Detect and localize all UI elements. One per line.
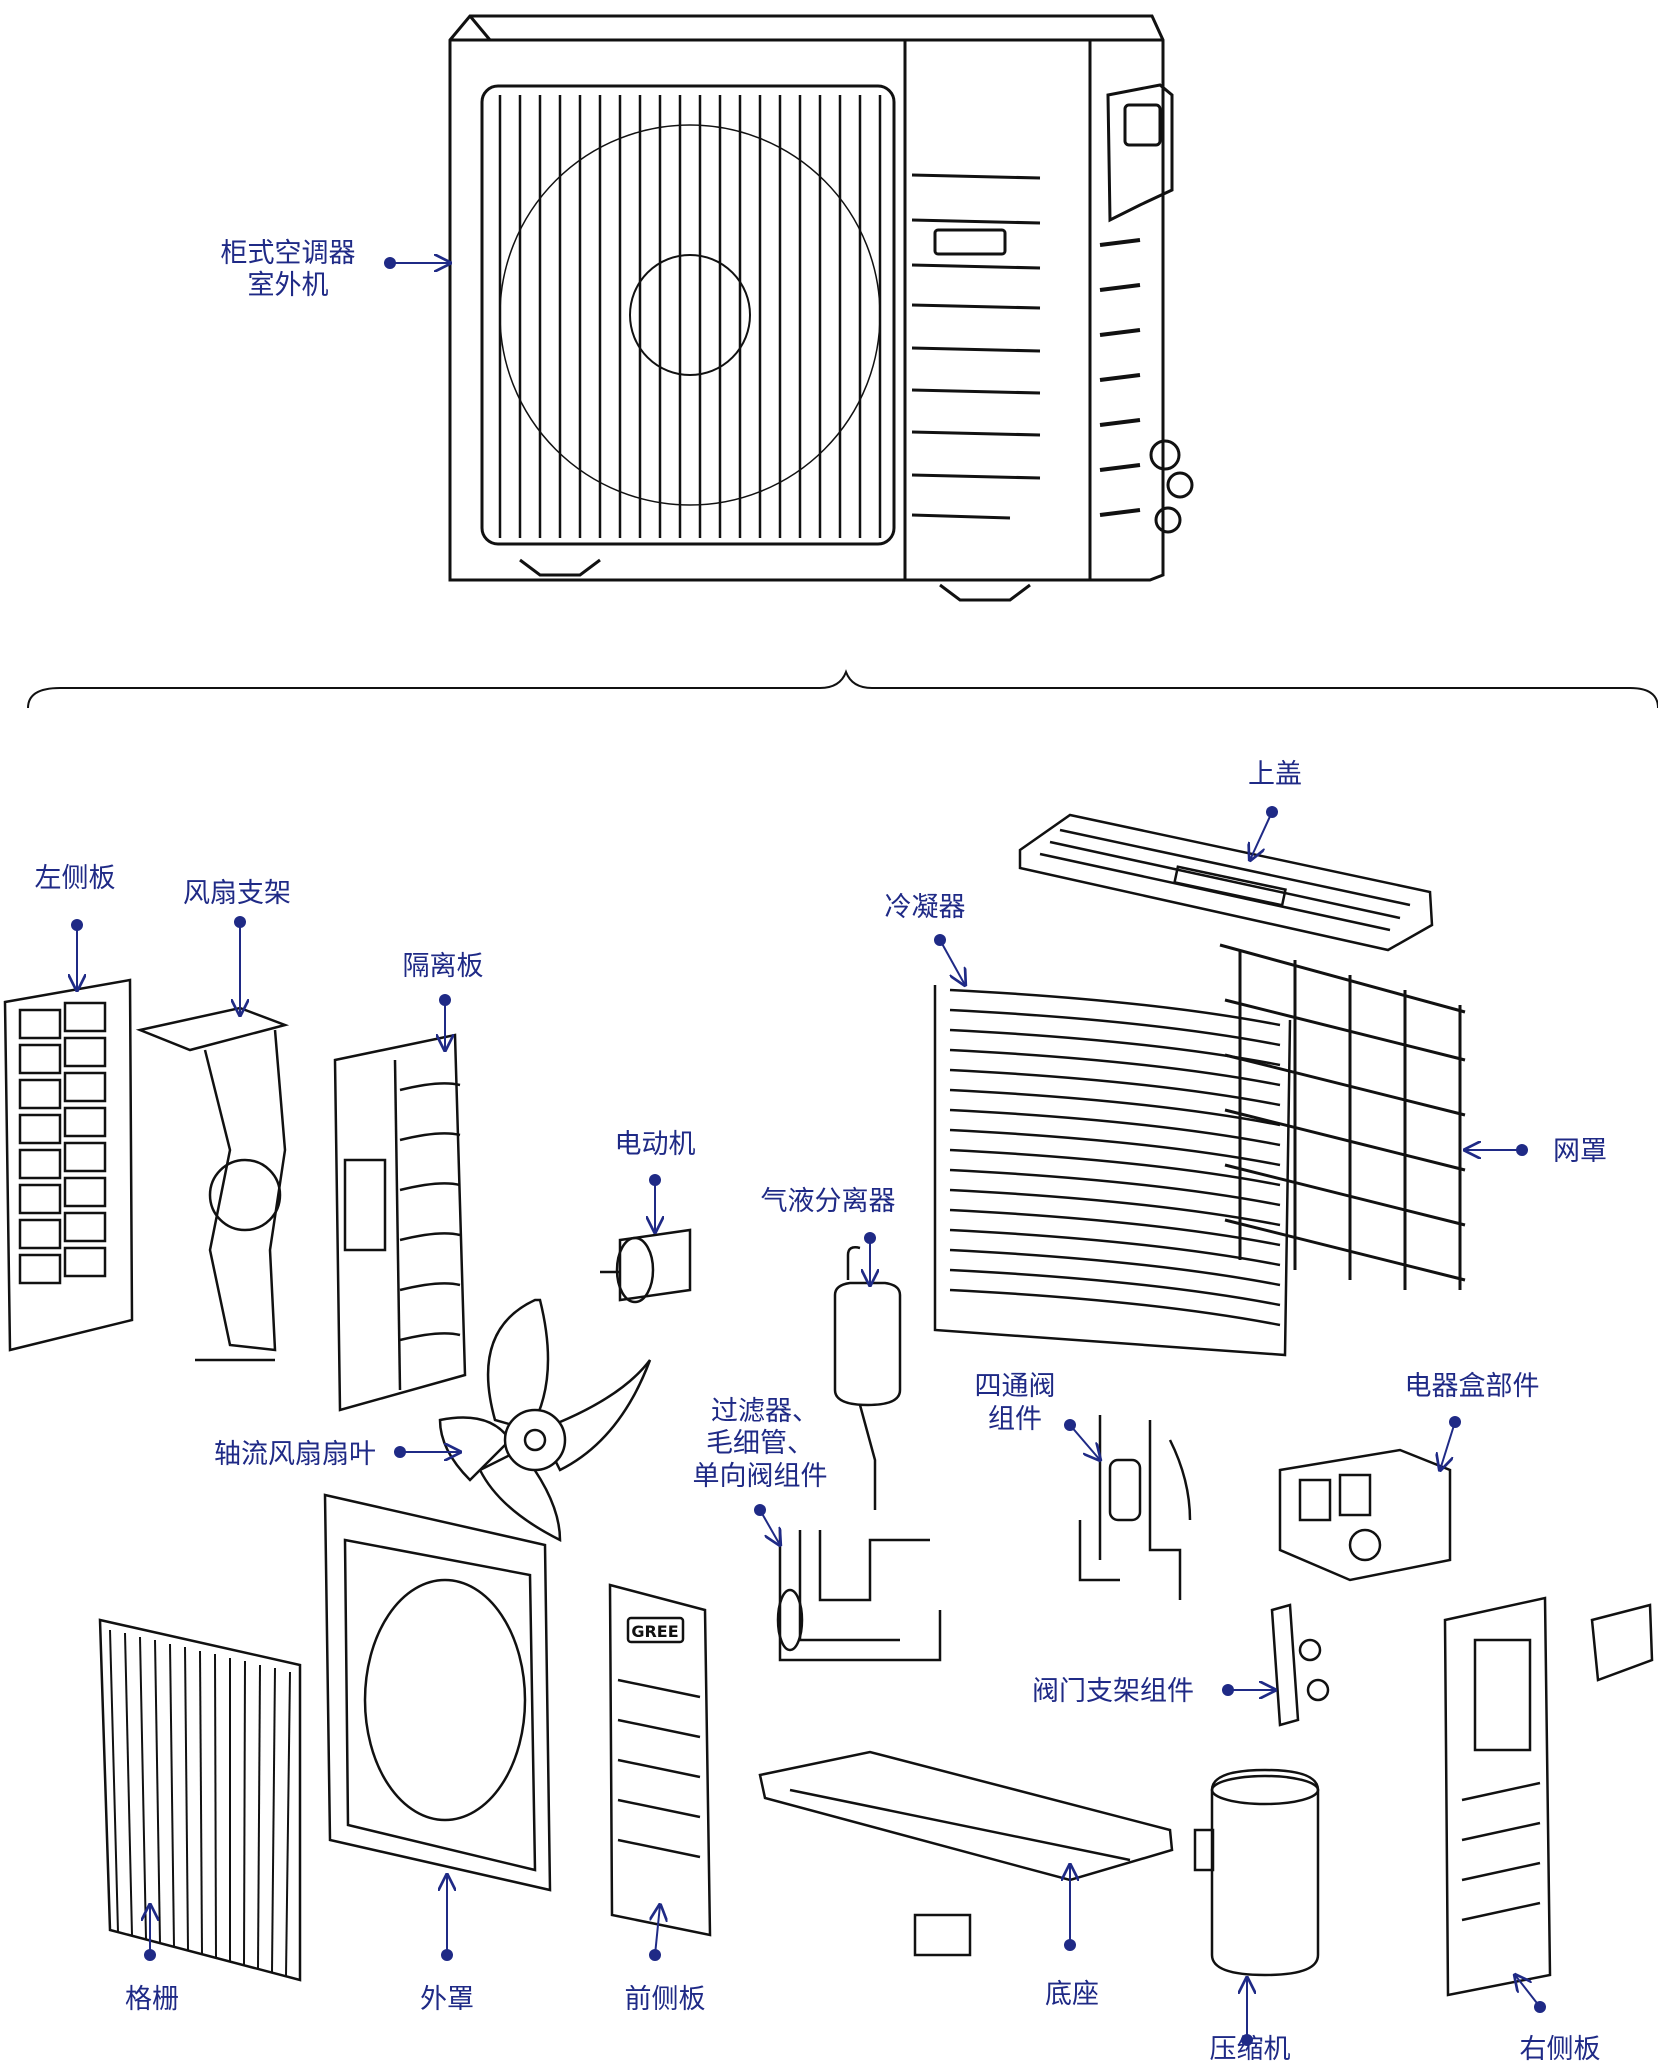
label-filter-2: 毛细管、	[706, 1428, 814, 1459]
label-front-side-panel: 前侧板	[625, 1984, 706, 2015]
assembled-outdoor-unit	[448, 14, 1194, 602]
outer-cover-drawing	[323, 1493, 552, 1892]
right-side-panel-drawing	[1443, 1596, 1654, 1997]
label-axial-fan-blade: 轴流风扇扇叶	[214, 1439, 376, 1470]
label-four-way-valve-2: 组件	[988, 1404, 1042, 1435]
label-grille: 格栅	[125, 1984, 179, 2015]
label-assembled-unit-1: 柜式空调器	[221, 238, 356, 269]
label-assembled-unit-2: 室外机	[248, 270, 329, 301]
label-outer-cover: 外罩	[420, 1984, 474, 2015]
grille-drawing	[98, 1618, 302, 1982]
label-four-way-valve-1: 四通阀	[975, 1371, 1056, 1402]
label-valve-bracket: 阀门支架组件	[1032, 1676, 1194, 1707]
label-gas-liquid-separator: 气液分离器	[761, 1186, 896, 1217]
group-brace	[27, 669, 1658, 709]
label-left-side-panel: 左侧板	[35, 863, 116, 894]
label-filter-3: 单向阀组件	[693, 1461, 828, 1492]
condenser-drawing	[933, 985, 1292, 1357]
label-base: 底座	[1045, 1979, 1099, 2010]
axial-fan-blade-drawing	[438, 1298, 652, 1543]
motor-drawing	[600, 1228, 692, 1304]
partition-plate-drawing	[333, 1033, 467, 1412]
front-side-panel-drawing	[608, 1583, 712, 1937]
label-mesh-guard: 网罩	[1553, 1136, 1607, 1167]
top-cover-drawing	[1018, 813, 1434, 952]
label-fan-bracket: 风扇支架	[183, 878, 291, 909]
brand-logo: GREE	[631, 1622, 678, 1641]
label-compressor: 压缩机	[1210, 2034, 1291, 2064]
mesh-guard-drawing	[1219, 943, 1466, 1290]
label-filter-1: 过滤器、	[711, 1396, 819, 1427]
label-right-side-panel: 右侧板	[1520, 2034, 1601, 2064]
fan-bracket-drawing	[135, 1006, 290, 1362]
leader-dots	[71, 257, 1546, 2046]
label-top-cover: 上盖	[1248, 759, 1302, 790]
compressor-drawing	[1193, 1768, 1320, 1977]
label-motor: 电动机	[615, 1129, 696, 1160]
filter-assembly-drawing	[776, 1530, 942, 1662]
gas-liquid-separator-drawing	[833, 1246, 902, 1510]
base-drawing	[758, 1750, 1174, 1957]
label-partition-plate: 隔离板	[403, 951, 484, 982]
left-side-panel-drawing	[3, 978, 134, 1352]
label-condenser: 冷凝器	[885, 892, 966, 923]
valve-bracket-drawing	[1270, 1603, 1330, 1727]
four-way-valve-drawing	[1078, 1415, 1192, 1600]
label-electrical-box: 电器盒部件	[1405, 1371, 1540, 1402]
electrical-box-drawing	[1278, 1448, 1452, 1582]
